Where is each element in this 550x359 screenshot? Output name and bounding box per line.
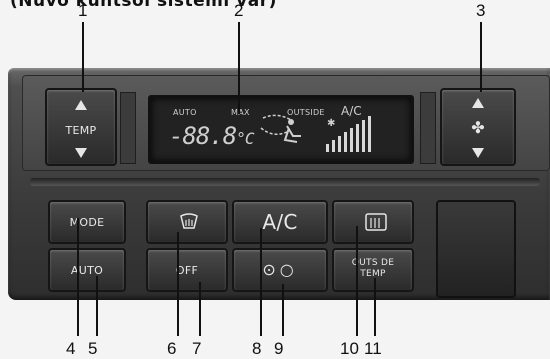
outside-temp-label: OUTS DE TEMP (334, 258, 412, 280)
mode-button[interactable]: MODE (48, 200, 126, 244)
off-button[interactable]: OFF (146, 248, 228, 292)
temperature-unit: °C (236, 129, 253, 148)
recirculation-button[interactable]: ⊙○ (232, 248, 328, 292)
triangle-up-icon (75, 100, 87, 110)
callout-9: 9 (274, 340, 283, 357)
mode-label: MODE (50, 216, 124, 229)
rear-defrost-button[interactable] (332, 200, 414, 244)
temp-label: TEMP (47, 124, 115, 137)
front-defrost-button[interactable] (146, 200, 228, 244)
leader-9 (282, 284, 284, 336)
leader-8 (260, 228, 262, 336)
blank-panel (436, 200, 516, 298)
front-defrost-icon (179, 212, 199, 230)
callout-11: 11 (364, 340, 382, 357)
fan-bar (350, 128, 353, 152)
left-slot (120, 92, 136, 164)
callout-10: 10 (340, 340, 359, 357)
ac-label: A/C (234, 210, 326, 234)
fan-bar (344, 132, 347, 152)
auto-label: AUTO (50, 264, 124, 277)
fan-bar (368, 116, 371, 152)
fan-bar (326, 144, 329, 152)
fan-icon: ✤ (442, 118, 514, 137)
callout-5: 5 (88, 340, 97, 357)
callout-3: 3 (476, 2, 485, 19)
fan-bar (332, 140, 335, 152)
temp-rocker-button[interactable]: TEMP (45, 88, 117, 166)
panel-groove (30, 178, 540, 186)
callout-1: 1 (78, 2, 87, 19)
leader-4 (77, 218, 79, 336)
temperature-value: -88.8 (169, 122, 236, 150)
auto-button[interactable]: AUTO (48, 248, 126, 292)
display-auto: AUTO (173, 108, 197, 117)
leader-1 (82, 22, 84, 92)
triangle-up-icon (472, 98, 484, 108)
fan-bar (338, 136, 341, 152)
callout-8: 8 (252, 340, 261, 357)
display-max: MAX (231, 108, 250, 117)
recirculation-icon: ⊙○ (234, 260, 326, 279)
leader-10 (356, 226, 358, 336)
leader-2 (238, 22, 240, 114)
outside-temp-button[interactable]: OUTS DE TEMP (332, 248, 414, 292)
leader-6 (177, 232, 179, 336)
leader-11 (374, 278, 376, 336)
callout-6: 6 (167, 340, 176, 357)
fan-level-bars (326, 112, 386, 152)
ac-button[interactable]: A/C (232, 200, 328, 244)
fan-rocker-button[interactable]: ✤ (440, 88, 516, 166)
triangle-down-icon (75, 148, 87, 158)
airflow-seat-icon (257, 112, 305, 148)
callout-4: 4 (66, 340, 75, 357)
fan-bar (362, 120, 365, 152)
leader-3 (480, 22, 482, 92)
callout-2: 2 (234, 2, 243, 19)
leader-7 (199, 282, 201, 336)
off-label: OFF (148, 264, 226, 277)
rear-defrost-icon (364, 212, 388, 232)
fan-bar (356, 124, 359, 152)
leader-5 (96, 276, 98, 336)
right-slot (420, 92, 436, 164)
display-temperature: -88.8°C (169, 122, 254, 150)
triangle-down-icon (472, 148, 484, 158)
callout-7: 7 (192, 340, 201, 357)
